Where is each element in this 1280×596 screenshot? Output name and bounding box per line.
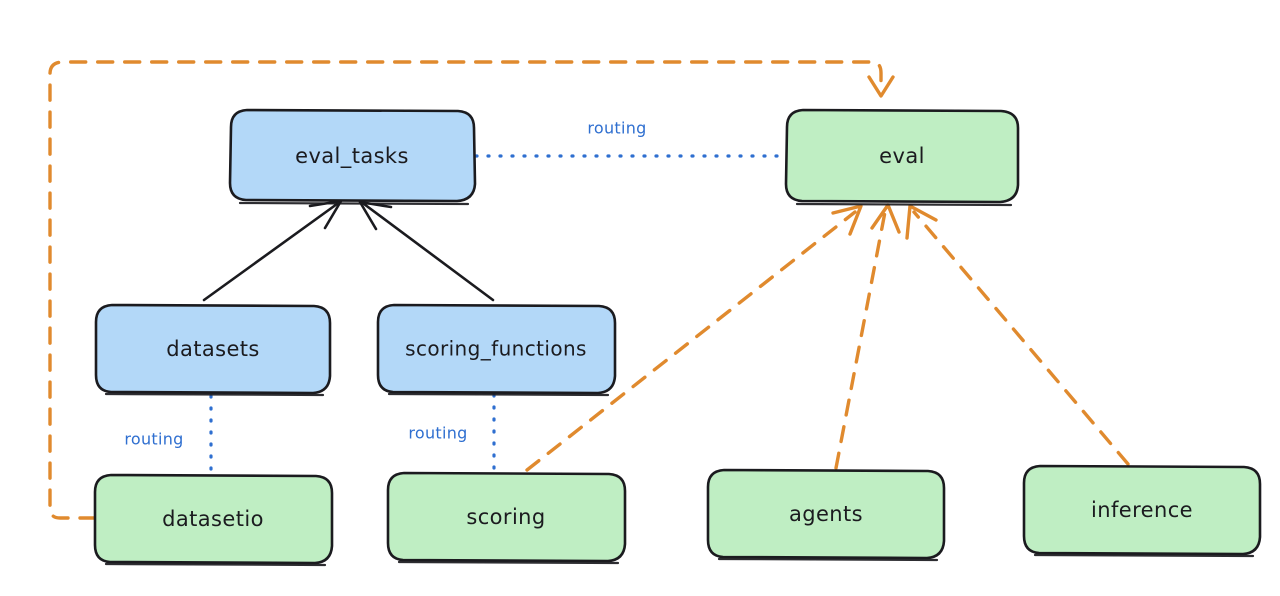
node-label-agents: agents	[789, 502, 863, 526]
node-label-datasets: datasets	[166, 337, 260, 361]
node-label-scoring_functions: scoring_functions	[405, 337, 587, 361]
edge-labels-layer: routing routing routing	[124, 119, 646, 449]
node-label-datasetio: datasetio	[162, 507, 264, 531]
node-label-scoring: scoring	[466, 505, 545, 529]
node-eval[interactable]: eval	[784, 108, 1020, 207]
node-eval_tasks[interactable]: eval_tasks	[228, 108, 477, 206]
node-datasets[interactable]: datasets	[94, 303, 332, 397]
edge-datasets-eval_tasks	[202, 199, 343, 302]
edge-datasetio-eval	[48, 60, 895, 520]
edge-agents-eval	[834, 203, 901, 470]
node-scoring[interactable]: scoring	[386, 471, 627, 565]
node-label-eval: eval	[879, 144, 925, 168]
edge-label-routing-left: routing	[124, 430, 183, 449]
node-inference[interactable]: inference	[1022, 464, 1262, 558]
edge-scoring-eval	[525, 204, 863, 472]
edges-layer	[48, 60, 1130, 520]
edge-label-routing-top: routing	[587, 119, 646, 138]
edge-scoring_functions-eval_tasks	[358, 200, 495, 302]
node-scoring_functions[interactable]: scoring_functions	[376, 303, 617, 397]
edge-inference-eval	[905, 204, 1130, 466]
node-label-eval_tasks: eval_tasks	[295, 144, 409, 169]
edge-label-routing-middle: routing	[408, 424, 467, 443]
node-label-inference: inference	[1091, 498, 1193, 522]
nodes-layer: eval_tasks eval datasets scoring_functio…	[93, 108, 1262, 567]
node-datasetio[interactable]: datasetio	[93, 473, 334, 567]
node-agents[interactable]: agents	[706, 468, 946, 562]
